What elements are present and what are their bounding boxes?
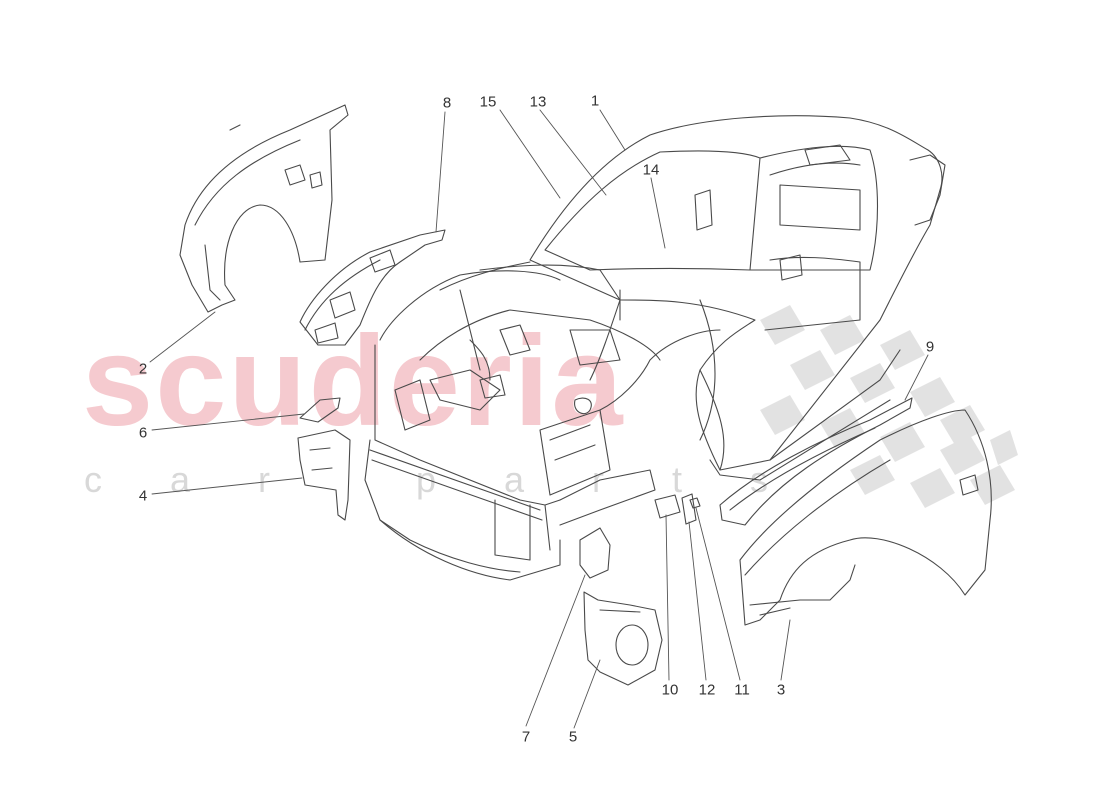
side-panel-part-4 [297, 429, 351, 521]
leader-lines [149, 109, 929, 729]
front-structure-frame [364, 270, 721, 581]
right-front-fender-part-3 [739, 409, 992, 626]
front-panel-bracket-part [299, 229, 446, 346]
callout-7: 7 [521, 728, 531, 746]
bracket-part-12 [681, 493, 697, 525]
callout-12: 12 [698, 681, 716, 699]
callout-5: 5 [568, 728, 578, 746]
callout-14: 14 [642, 161, 660, 179]
callout-2: 2 [138, 360, 148, 378]
bracket-part-11 [689, 497, 701, 509]
left-fender-inner-part [179, 104, 349, 313]
side-sill-part-9 [719, 397, 913, 526]
callout-1: 1 [590, 92, 600, 110]
callout-8: 8 [442, 94, 452, 112]
callout-9: 9 [925, 338, 935, 356]
bracket-part-7 [579, 527, 611, 579]
callout-11: 11 [734, 681, 750, 699]
bracket-part-10 [654, 494, 681, 519]
small-bracket-part-6 [299, 397, 341, 423]
callout-15: 15 [479, 93, 497, 111]
callout-3: 3 [776, 681, 786, 699]
callout-13: 13 [529, 93, 547, 111]
callout-10: 10 [661, 681, 679, 699]
watermark-brand: scuderia [82, 310, 625, 453]
callout-6: 6 [138, 424, 148, 442]
wheel-arch-shield-part-5 [583, 591, 663, 686]
body-shell-part [439, 115, 946, 481]
callout-4: 4 [138, 487, 148, 505]
